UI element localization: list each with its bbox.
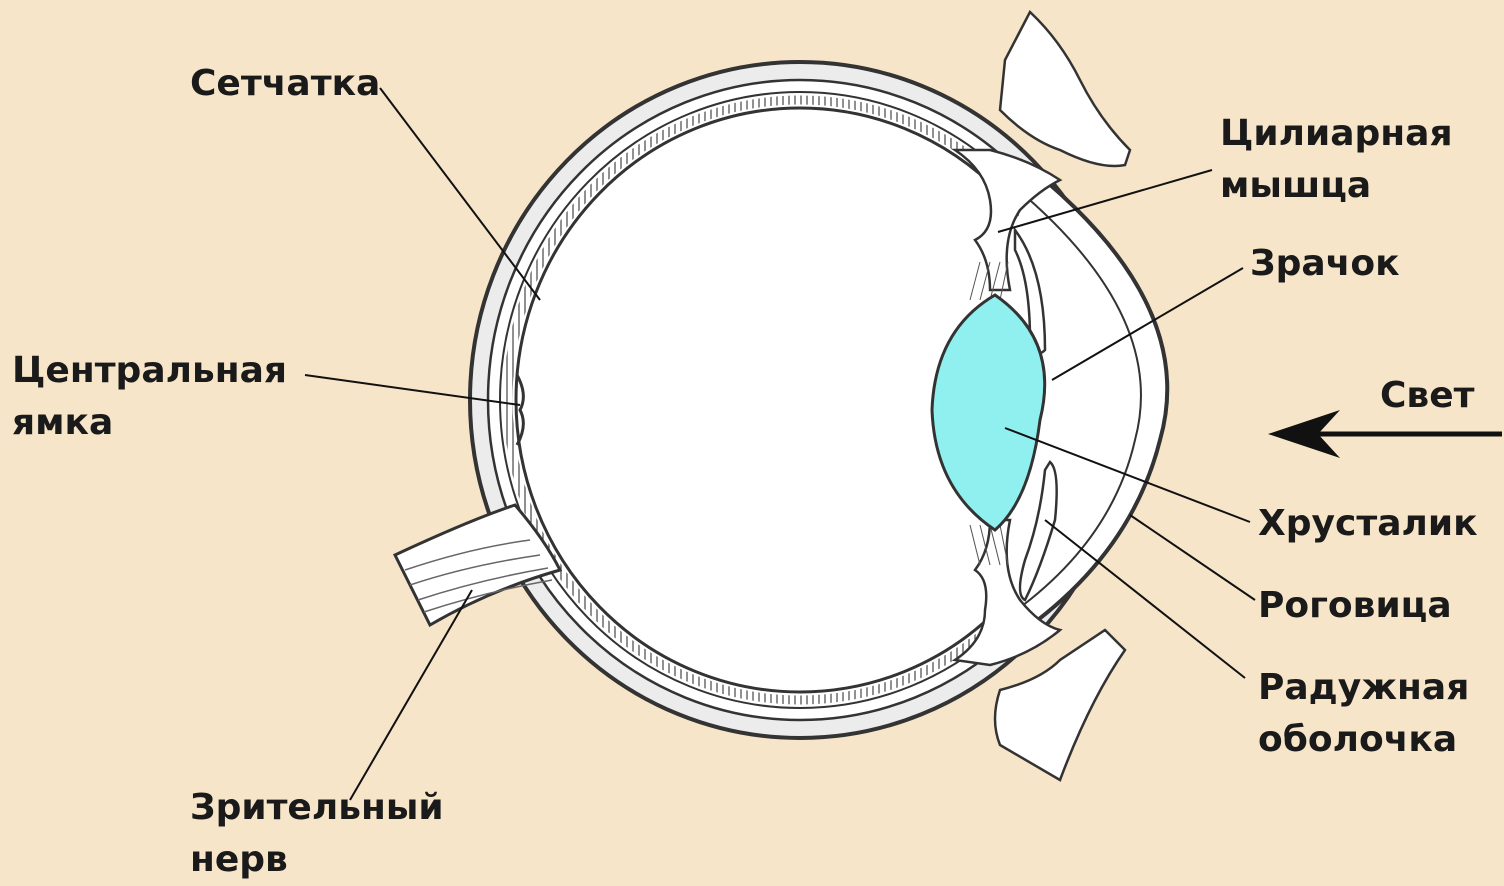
label-iris-line2: оболочка (1258, 714, 1469, 766)
leader-cornea (1130, 515, 1255, 600)
label-optic-nerve: Зрительный нерв (190, 782, 444, 886)
label-light: Свет (1380, 370, 1474, 422)
label-ciliary-line2: мышца (1220, 160, 1453, 212)
label-pupil-text: Зрачок (1250, 238, 1400, 290)
label-fovea-line1: Центральная (12, 345, 287, 397)
label-fovea-line2: ямка (12, 397, 287, 449)
label-ciliary-line1: Цилиарная (1220, 108, 1453, 160)
label-retina: Сетчатка (190, 58, 380, 110)
label-cornea: Роговица (1258, 580, 1452, 632)
label-cornea-text: Роговица (1258, 580, 1452, 632)
label-optic-nerve-line2: нерв (190, 834, 444, 886)
label-fovea: Центральная ямка (12, 345, 287, 449)
eye-muscle-top (1000, 12, 1130, 166)
label-light-text: Свет (1380, 370, 1474, 422)
label-lens-text: Хрусталик (1258, 498, 1478, 550)
label-optic-nerve-line1: Зрительный (190, 782, 444, 834)
leader-retina (380, 88, 540, 300)
leader-optic-nerve (350, 590, 472, 800)
label-pupil: Зрачок (1250, 238, 1400, 290)
label-ciliary-muscle: Цилиарная мышца (1220, 108, 1453, 212)
label-iris: Радужная оболочка (1258, 662, 1469, 766)
label-retina-text: Сетчатка (190, 58, 380, 110)
label-lens: Хрусталик (1258, 498, 1478, 550)
label-iris-line1: Радужная (1258, 662, 1469, 714)
